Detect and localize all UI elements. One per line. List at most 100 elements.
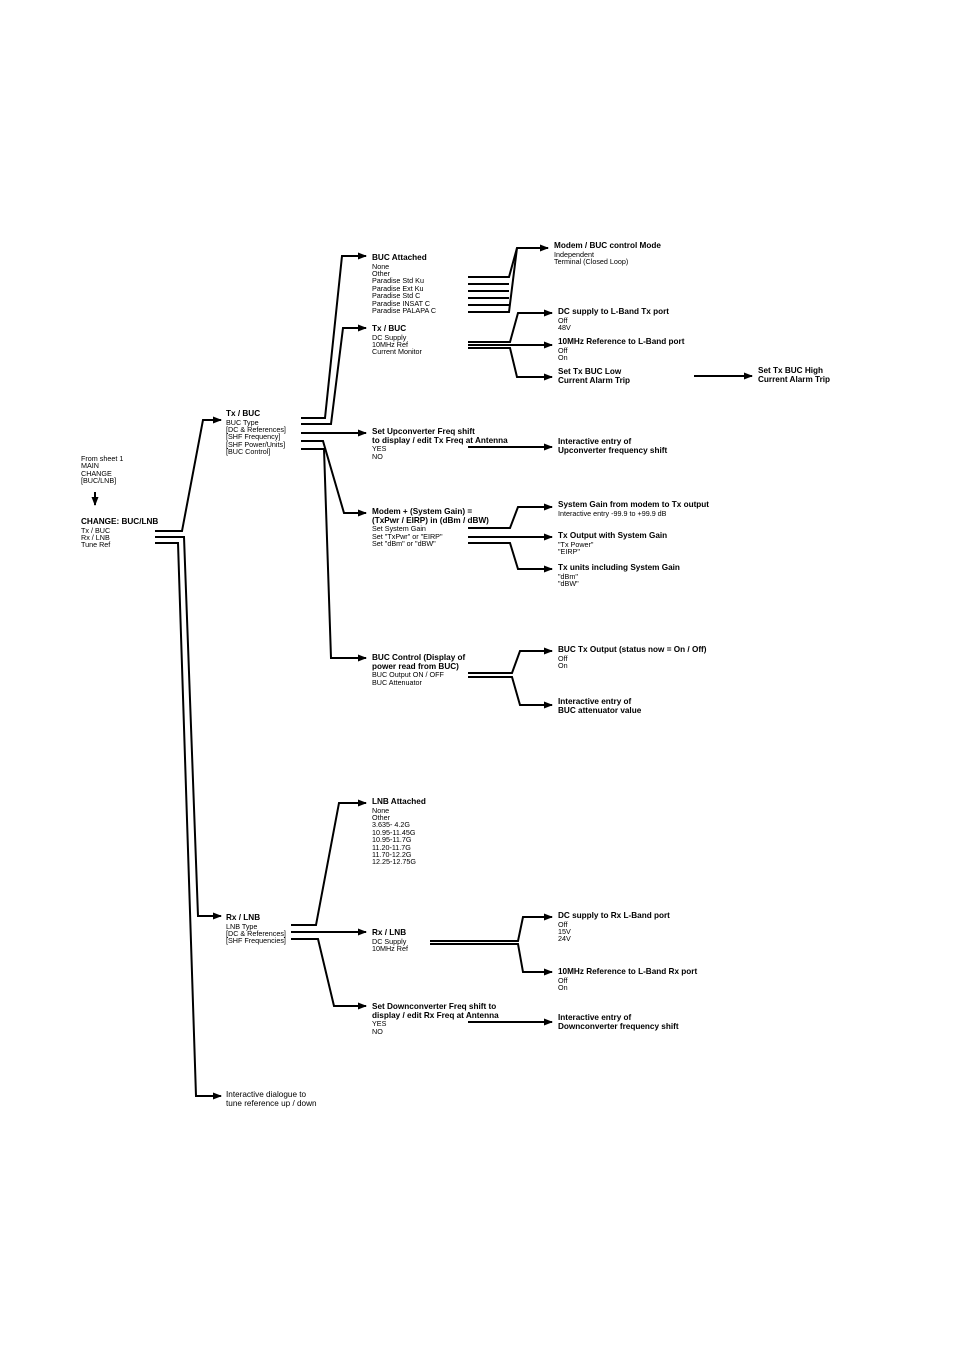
connector-2 — [155, 536, 222, 920]
node-title: Tx units including System Gain — [558, 563, 680, 572]
node-title: BUC Attached — [372, 253, 427, 262]
node-title: display / edit Rx Freq at Antenna — [372, 1010, 499, 1020]
node-title: 10MHz Reference to L-Band Rx port — [558, 967, 698, 976]
node-title: Interactive entry of — [558, 1013, 632, 1022]
node-item: 11.70-12.2G — [372, 850, 412, 860]
node-item: On — [558, 353, 568, 362]
node-title: Modem / BUC control Mode — [554, 241, 661, 250]
node-title: Modem + (System Gain) = — [372, 507, 473, 516]
node-item: 15V — [558, 927, 571, 936]
node-item: Set System Gain — [372, 524, 426, 534]
tx-units-gain-menu: Tx units including System Gain"dBm""dBW" — [558, 563, 680, 588]
node-title: DC supply to Rx L-Band port — [558, 911, 670, 920]
connector-25 — [291, 799, 367, 926]
connector-8 — [301, 448, 367, 662]
node-item: NO — [372, 451, 383, 461]
connector-28 — [430, 913, 553, 942]
node-item: [SHF Power/Units] — [226, 439, 286, 449]
node-item: Paradise PALAPA C — [372, 306, 437, 316]
node-item: "dBm" — [558, 571, 578, 581]
node-title: Tx Output with System Gain — [558, 531, 668, 540]
buc-tx-output-menu: BUC Tx Output (status now = On / Off)Off… — [558, 645, 707, 669]
connector-4 — [301, 252, 367, 419]
node-item: [DC & References] — [226, 929, 286, 938]
node-item: "dBW" — [558, 579, 579, 588]
node-item: 24V — [558, 934, 571, 944]
node-item: [BUC/LNB] — [81, 476, 117, 486]
node-title: Interactive dialogue to — [226, 1090, 307, 1099]
node-item: Paradise INSAT C — [372, 298, 431, 308]
node-item: [SHF Frequency] — [226, 432, 281, 442]
node-item: Other — [372, 813, 390, 822]
node-item: On — [558, 983, 568, 992]
node-title: tune reference up / down — [226, 1098, 317, 1108]
node-item: Paradise Std C — [372, 291, 421, 301]
node-title: CHANGE: BUC/LNB — [81, 517, 159, 526]
connector-9 — [468, 244, 549, 278]
node-item: YES — [372, 444, 387, 454]
node-title: Rx / LNB — [372, 928, 407, 937]
node-title: Current Alarm Trip — [558, 375, 631, 385]
node-title: System Gain from modem to Tx output — [558, 500, 710, 509]
node-item: MAIN — [81, 461, 99, 471]
node-title: Upconverter frequency shift — [558, 445, 668, 455]
node-item: Off — [558, 345, 568, 355]
node-item: Rx / LNB — [81, 533, 110, 542]
node-title: Interactive entry of — [558, 437, 632, 446]
node-item: Paradise Ext Ku — [372, 283, 424, 293]
node-title: LNB Attached — [372, 797, 426, 806]
node-item: DC Supply — [372, 332, 407, 342]
node-item: Independent — [554, 249, 594, 259]
node-item: From sheet 1 — [81, 454, 124, 463]
connector-17 — [468, 347, 553, 381]
node-item: BUC Output ON / OFF — [372, 670, 444, 680]
connector-22 — [468, 542, 553, 573]
node-item: Off — [558, 315, 568, 325]
node-item: "EIRP" — [558, 547, 580, 556]
node-item: Paradise Std Ku — [372, 276, 424, 286]
node-item: Tx / BUC — [81, 525, 111, 535]
connector-1 — [155, 416, 222, 532]
connector-23 — [468, 647, 553, 674]
connector-20 — [468, 503, 553, 529]
node-item: YES — [372, 1019, 387, 1029]
connector-7 — [301, 440, 367, 517]
node-item: 48V — [558, 323, 571, 332]
node-item: LNB Type — [226, 921, 258, 931]
node-item: "Tx Power" — [558, 539, 594, 549]
node-item: Interactive entry -99.9 to +99.9 dB — [558, 508, 667, 518]
connector-29 — [430, 943, 553, 976]
node-item: [SHF Frequencies] — [226, 936, 286, 946]
node-title: Set Tx BUC High — [758, 366, 824, 375]
node-title: power read from BUC) — [372, 661, 459, 671]
node-item: Off — [558, 975, 568, 985]
node-title: Rx / LNB — [226, 913, 261, 922]
node-item: [DC & References] — [226, 425, 286, 434]
node-item: Off — [558, 653, 568, 663]
connector-14 — [468, 247, 518, 313]
node-item: 11.20-11.7G — [372, 842, 411, 852]
connector-27 — [291, 938, 367, 1010]
node-title: Set Downconverter Freq shift to — [372, 1002, 497, 1011]
node-title: Tx / BUC — [372, 324, 407, 333]
node-item: Other — [372, 269, 390, 278]
node-item: NO — [372, 1026, 383, 1036]
node-item: 3.635- 4.2G — [372, 820, 410, 830]
node-item: 10MHz Ref — [372, 340, 408, 349]
connector-lines — [91, 244, 753, 1100]
connector-15 — [468, 309, 553, 343]
